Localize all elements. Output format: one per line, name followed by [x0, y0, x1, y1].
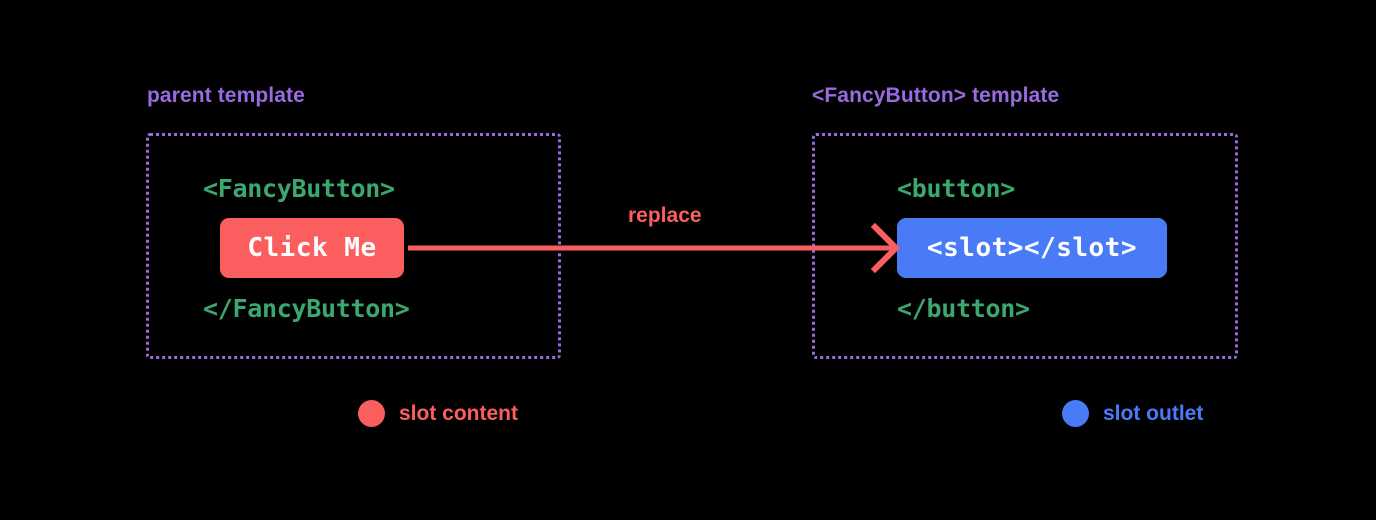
code-tag-fancybutton-open: <FancyButton> — [203, 174, 395, 203]
slot-content-chip[interactable]: Click Me — [220, 218, 404, 278]
fancybutton-template-heading: <FancyButton> template — [812, 84, 1060, 107]
code-tag-button-open: <button> — [897, 174, 1016, 203]
legend-item-slot-outlet: slot outlet — [1062, 400, 1203, 427]
code-tag-button-close: </button> — [897, 294, 1030, 323]
replace-arrow-icon — [408, 222, 901, 274]
slot-outlet-swatch-icon — [1062, 400, 1089, 427]
legend-item-slot-content: slot content — [358, 400, 518, 427]
slot-content-swatch-icon — [358, 400, 385, 427]
code-tag-fancybutton-close: </FancyButton> — [203, 294, 410, 323]
parent-template-heading: parent template — [147, 84, 305, 107]
slot-outlet-chip[interactable]: <slot></slot> — [897, 218, 1167, 278]
replace-label: replace — [628, 204, 702, 227]
legend-label-slot-outlet: slot outlet — [1103, 402, 1204, 425]
legend-label-slot-content: slot content — [399, 402, 518, 425]
